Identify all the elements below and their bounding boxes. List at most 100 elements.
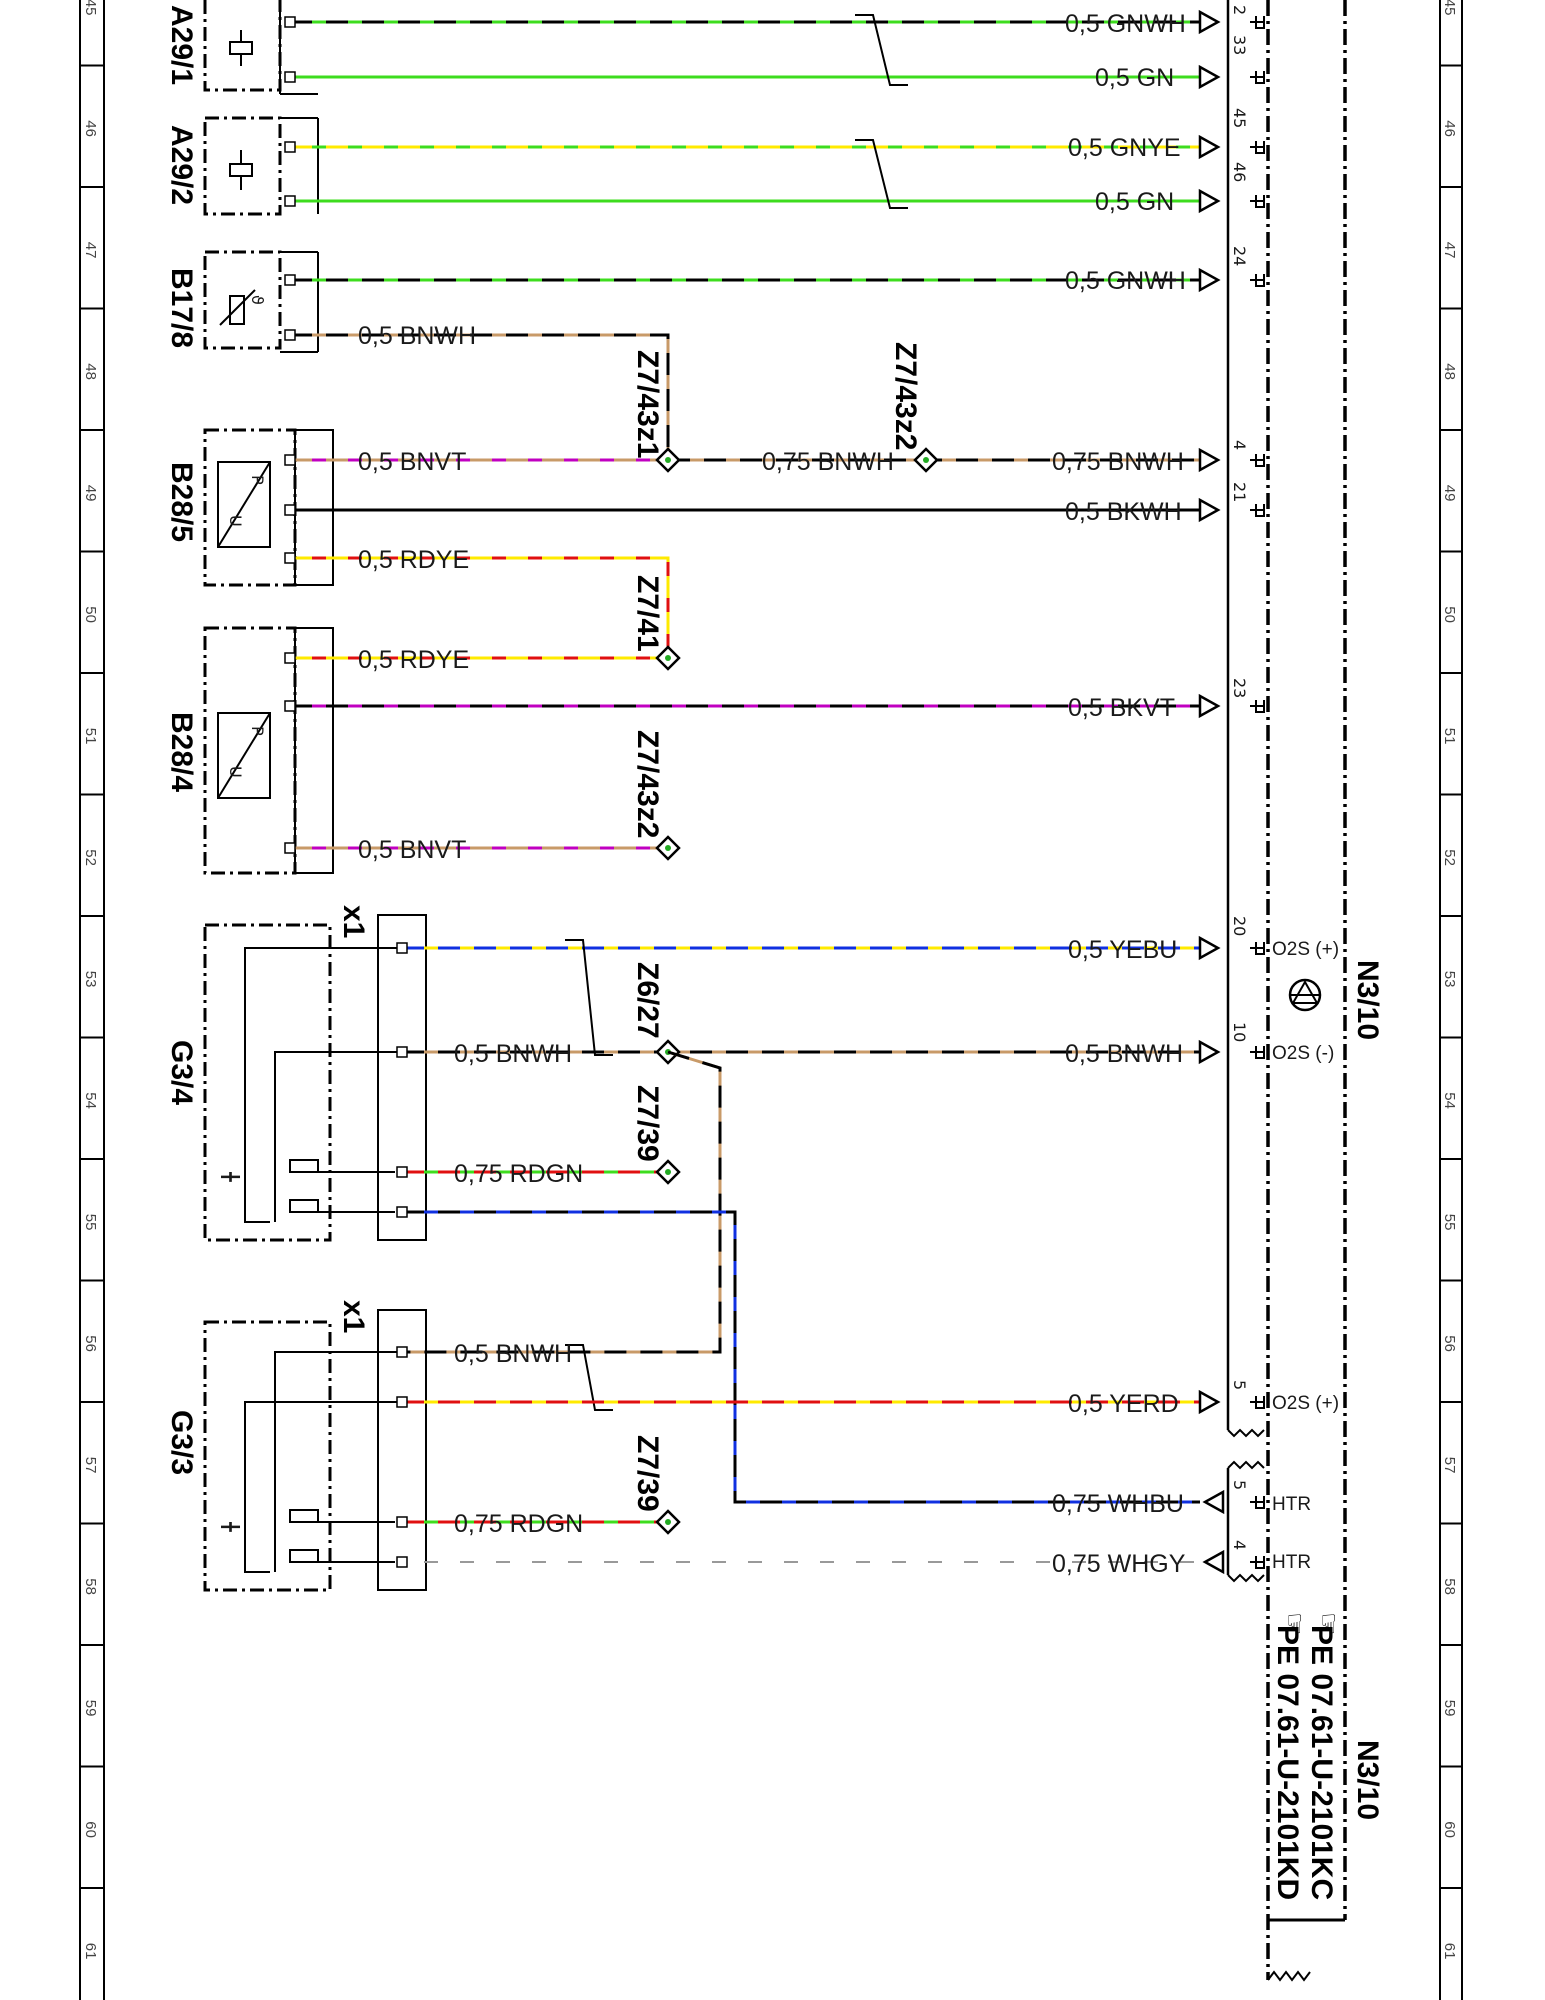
- splice-dot: [665, 457, 671, 463]
- splice-dot: [665, 1169, 671, 1175]
- x1-label-bottom: x1: [337, 1300, 370, 1333]
- signal-arrow: [1198, 9, 1221, 35]
- pin-terminal: [284, 652, 296, 664]
- g3-3-label: G3/3: [165, 1410, 198, 1475]
- wire-label: 0,5 BNWH: [1065, 1040, 1183, 1068]
- grid-row-number: 58: [1441, 1578, 1458, 1595]
- grid-row-number: 56: [82, 1335, 99, 1352]
- wire-label: 0,5 BKWH: [1065, 498, 1182, 526]
- n3-10-label: N3/10: [1351, 960, 1384, 1040]
- document-reference-icon: ☞: [1314, 1612, 1344, 1635]
- ecu-pin: [1250, 71, 1265, 84]
- twisted-pair-mark: [855, 14, 908, 86]
- ecu-pin: [1250, 1046, 1265, 1059]
- wire-label: 0,5 GN: [1095, 64, 1174, 92]
- pin-terminal: [396, 942, 408, 954]
- wire-segment: [402, 1210, 1200, 1504]
- grid-row-number: 51: [82, 728, 99, 745]
- pin-number: 20: [1230, 916, 1249, 936]
- pin-terminal: [396, 1396, 408, 1408]
- wire-label: 0,5 GNYE: [1068, 134, 1181, 162]
- grid-row-number: 45: [82, 0, 99, 15]
- signal-label: HTR: [1272, 1494, 1311, 1515]
- wire-label: 0,5 GN: [1095, 188, 1174, 216]
- svg-text:U: U: [226, 766, 245, 778]
- pin-terminal: [284, 329, 296, 341]
- wire-label: 0,75 BNWH: [1052, 448, 1184, 476]
- grid-row-number: 51: [1441, 728, 1458, 745]
- pin-number: 5: [1230, 1480, 1249, 1490]
- signal-arrow: [1198, 447, 1221, 473]
- b28-5-label: B28/5: [165, 462, 198, 542]
- splice-z7-43z2-mid: Z7/43z2: [631, 730, 664, 838]
- wire-label: 0,5 BNVT: [358, 836, 466, 864]
- svg-text:U: U: [226, 515, 245, 527]
- grid-row-number: 54: [82, 1092, 99, 1109]
- pin-number: 45: [1230, 108, 1249, 128]
- grid-row-number: 48: [82, 363, 99, 380]
- wire-label: 0,5 RDYE: [358, 646, 469, 674]
- wire-label: 0,75 WHGY: [1052, 1550, 1186, 1578]
- ecu-pin: [1250, 274, 1265, 287]
- wire-label: 0,5 YERD: [1068, 1390, 1179, 1418]
- grid-row-number: 61: [82, 1943, 99, 1960]
- a29-1-label: A29/1: [165, 5, 198, 85]
- n3-10-module: N3/10 N3/10 PE 07.61-U-2101KC PE 07.61-U…: [1226, 0, 1384, 1982]
- pin-number: 4: [1230, 1540, 1249, 1550]
- grid-row-number: 59: [1441, 1700, 1458, 1717]
- svg-text:P: P: [248, 475, 267, 485]
- signal-arrow: [1202, 1489, 1225, 1515]
- pin-terminal: [284, 552, 296, 564]
- splice-dot: [923, 457, 929, 463]
- grid-row-number: 54: [1441, 1092, 1458, 1109]
- ecu-pin: [1250, 1556, 1265, 1569]
- x1-label-top: x1: [337, 905, 370, 938]
- grid-row-number: 47: [1441, 242, 1458, 259]
- pin-number: 10: [1230, 1022, 1249, 1042]
- grid-row-number: 49: [1441, 485, 1458, 502]
- grid-row-number: 60: [82, 1821, 99, 1838]
- signal-arrow: [1198, 267, 1221, 293]
- splice-z7-39-top: Z7/39: [631, 1085, 664, 1162]
- pin-terminal: [284, 141, 296, 153]
- grid-row-number: 56: [1441, 1335, 1458, 1352]
- wire-segment: [290, 556, 670, 658]
- pin-terminal: [396, 1166, 408, 1178]
- splice-dot: [665, 1519, 671, 1525]
- signal-arrow: [1198, 188, 1221, 214]
- ecu-pin: [1250, 195, 1265, 208]
- signal-arrow: [1202, 1549, 1225, 1575]
- pin-number: 5: [1230, 1380, 1249, 1390]
- pe-ref-kc: PE 07.61-U-2101KC: [1305, 1625, 1338, 1900]
- splice-z7-41: Z7/41: [631, 575, 664, 652]
- grid-row-number: 55: [1441, 1214, 1458, 1231]
- wire-label: 0,5 BNWH: [358, 322, 476, 350]
- wire-label: 0,5 YEBU: [1068, 936, 1177, 964]
- ecu-pin: [1250, 700, 1265, 713]
- ecu-pin: [1250, 1396, 1265, 1409]
- grid-row-number: 61: [1441, 1943, 1458, 1960]
- signal-arrow: [1198, 935, 1221, 961]
- g3-4-label: G3/4: [165, 1040, 198, 1105]
- ecu-pin: [1250, 1496, 1265, 1509]
- pin-terminal: [396, 1556, 408, 1568]
- wire-label: 0,5 BNVT: [358, 448, 466, 476]
- pin-number: 2: [1230, 5, 1249, 15]
- grid-row-number: 59: [82, 1700, 99, 1717]
- grid-row-number: 55: [82, 1214, 99, 1231]
- grid-row-number: 47: [82, 242, 99, 259]
- wire-label: 0,5 GNWH: [1065, 10, 1186, 38]
- grid-row-number: 46: [82, 120, 99, 137]
- ecu-pin: [1250, 942, 1265, 955]
- component-b28-4: P U B28/4: [165, 626, 334, 875]
- wire-label: 0,5 BNWH: [454, 1040, 572, 1068]
- pin-terminal: [396, 1516, 408, 1528]
- ecu-pin: [1250, 454, 1265, 467]
- pe-ref-kd: PE 07.61-U-2101KD: [1271, 1625, 1304, 1900]
- splice-z7-43z1: Z7/43z1: [631, 350, 664, 458]
- pin-number: 21: [1230, 482, 1249, 502]
- svg-text:╋: ╋: [221, 1521, 241, 1532]
- pin-terminal: [284, 16, 296, 28]
- signal-arrow: [1198, 693, 1221, 719]
